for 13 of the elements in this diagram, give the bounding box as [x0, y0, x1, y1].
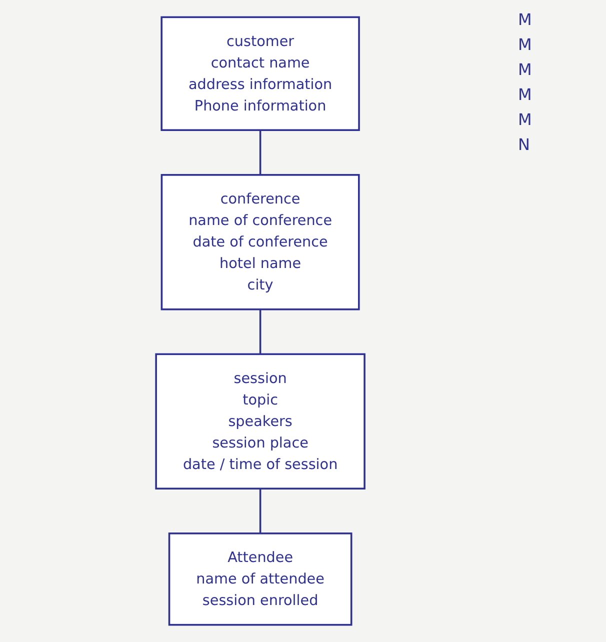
node-box: Attendee name of attendee session enrolled: [168, 532, 352, 626]
cardinality-label: M: [518, 110, 533, 129]
connector: [259, 130, 261, 175]
connector: [259, 309, 261, 354]
node-box: session topic speakers session place date / time of session: [154, 353, 366, 490]
cardinality-label: M: [518, 35, 533, 54]
cardinality-label: M: [518, 60, 533, 79]
connector: [259, 488, 261, 534]
node-box: customer contact name address information Phone information: [160, 16, 360, 131]
cardinality-label: M: [518, 85, 533, 104]
node-box: conference name of conference date of conference hotel name city: [160, 174, 360, 310]
cardinality-label: N: [518, 135, 531, 154]
cardinality-label: M: [518, 10, 533, 29]
